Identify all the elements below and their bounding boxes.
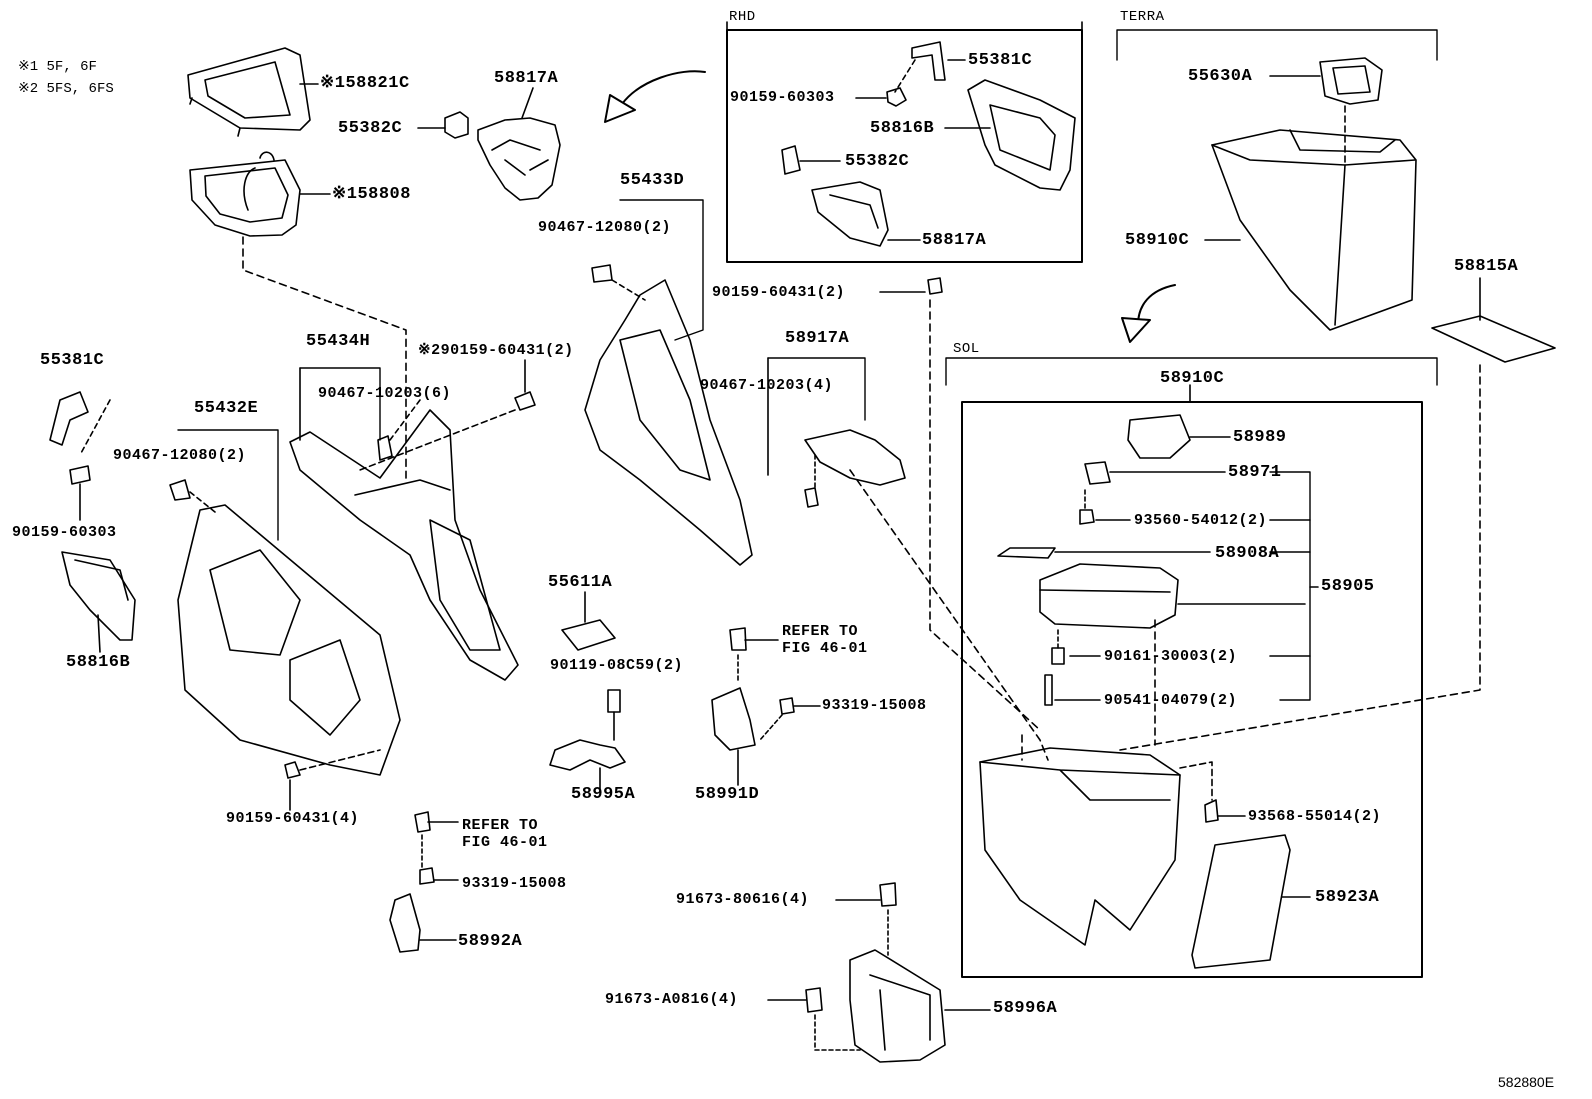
bracket-58995A: [549, 739, 626, 771]
drawing-code: 582880E: [1498, 1074, 1555, 1090]
bracket-58991D: [711, 687, 756, 751]
sol-label-93568-55014[interactable]: 93568-55014(2): [1248, 808, 1382, 825]
note-1: ※1 5F, 6F: [18, 59, 97, 75]
part-label-58917A[interactable]: 58917A: [785, 329, 850, 348]
rhd-label-55381C[interactable]: 55381C: [968, 51, 1033, 70]
part-label-55381C-left[interactable]: 55381C: [40, 351, 105, 370]
sol-label-58923A[interactable]: 58923A: [1315, 888, 1380, 907]
part-label-90119-08C59[interactable]: 90119-08C59(2): [550, 657, 684, 674]
part-label-55434H[interactable]: 55434H: [306, 332, 371, 351]
part-label-158821C[interactable]: ※158821C: [320, 74, 410, 93]
rhd-bracket-58816B: [967, 79, 1076, 191]
part-label-91673-A0816[interactable]: 91673-A0816(4): [605, 991, 739, 1008]
part-label-58996A[interactable]: 58996A: [993, 999, 1058, 1018]
part-label-90159-60431-note[interactable]: ※290159-60431(2): [418, 342, 574, 359]
part-label-58817A-top[interactable]: 58817A: [494, 69, 559, 88]
side-panel-55432E: [177, 504, 401, 776]
part-label-90467-12080-mid[interactable]: 90467-12080(2): [538, 219, 672, 236]
part-label-158808[interactable]: ※158808: [332, 185, 411, 204]
part-label-55432E[interactable]: 55432E: [194, 399, 259, 418]
part-label-90467-10203-4[interactable]: 90467-10203(4): [700, 377, 834, 394]
part-label-90159-60303-left[interactable]: 90159-60303: [12, 524, 117, 541]
refer-label-a-line2[interactable]: FIG 46-01: [462, 834, 548, 851]
part-label-58992A[interactable]: 58992A: [458, 932, 523, 951]
region-rhd: RHD: [729, 9, 756, 25]
stand-58996A: [849, 949, 946, 1063]
part-label-90467-12080-left[interactable]: 90467-12080(2): [113, 447, 247, 464]
part-label-58816B-left[interactable]: 58816B: [66, 653, 131, 672]
bracket-58917A: [804, 429, 906, 486]
sol-label-90541-04079[interactable]: 90541-04079(2): [1104, 692, 1238, 709]
part-label-55433D[interactable]: 55433D: [620, 171, 685, 190]
sol-label-58971[interactable]: 58971: [1228, 463, 1282, 482]
note-2: ※2 5FS, 6FS: [18, 81, 114, 97]
part-label-55611A[interactable]: 55611A: [548, 573, 613, 592]
region-sol: SOL: [953, 341, 980, 357]
part-label-90467-10203-6[interactable]: 90467-10203(6): [318, 385, 452, 402]
part-label-58815A[interactable]: 58815A: [1454, 257, 1519, 276]
terra-label-55630A[interactable]: 55630A: [1188, 67, 1253, 86]
left-bracket-58816B: [61, 551, 136, 641]
rhd-label-58816B[interactable]: 58816B: [870, 119, 935, 138]
refer-label-b-line2[interactable]: FIG 46-01: [782, 640, 868, 657]
part-label-58991D[interactable]: 58991D: [695, 785, 760, 804]
part-label-93319-15008-a[interactable]: 93319-15008: [462, 875, 567, 892]
part-label-91673-80616[interactable]: 91673-80616(4): [676, 891, 810, 908]
bracket-58817A: [477, 117, 561, 201]
sol-label-93560-54012[interactable]: 93560-54012(2): [1134, 512, 1268, 529]
terra-console-box: [1211, 129, 1417, 331]
part-label-93319-15008-b[interactable]: 93319-15008: [822, 697, 927, 714]
sol-label-58910C[interactable]: 58910C: [1160, 369, 1225, 388]
armrest-lid: [1039, 563, 1179, 629]
rhd-label-90159-60303[interactable]: 90159-60303: [730, 89, 835, 106]
part-label-58995A[interactable]: 58995A: [571, 785, 636, 804]
region-terra: TERRA: [1120, 9, 1165, 25]
shift-bezel-part: [187, 47, 311, 137]
sol-lower-console: [979, 747, 1181, 946]
refer-label-a-line1: REFER TO: [462, 817, 539, 834]
console-side-55433D: [584, 279, 753, 566]
terra-label-58910C[interactable]: 58910C: [1125, 231, 1190, 250]
sol-label-58908A[interactable]: 58908A: [1215, 544, 1280, 563]
sol-label-58989[interactable]: 58989: [1233, 428, 1287, 447]
rhd-label-55382C[interactable]: 55382C: [845, 152, 910, 171]
part-label-90159-60431-2-mid[interactable]: 90159-60431(2): [712, 284, 846, 301]
center-panel-55434H: [289, 409, 519, 681]
refer-label-b-line1: REFER TO: [782, 623, 859, 640]
rhd-bracket-58817A: [811, 181, 889, 247]
part-label-55382C-top[interactable]: 55382C: [338, 119, 403, 138]
part-label-90159-60431-4[interactable]: 90159-60431(4): [226, 810, 360, 827]
rhd-label-58817A[interactable]: 58817A: [922, 231, 987, 250]
sol-label-58905[interactable]: 58905: [1321, 577, 1375, 596]
sol-label-90161-30003[interactable]: 90161-30003(2): [1104, 648, 1238, 665]
shift-boot-part: [189, 151, 301, 237]
